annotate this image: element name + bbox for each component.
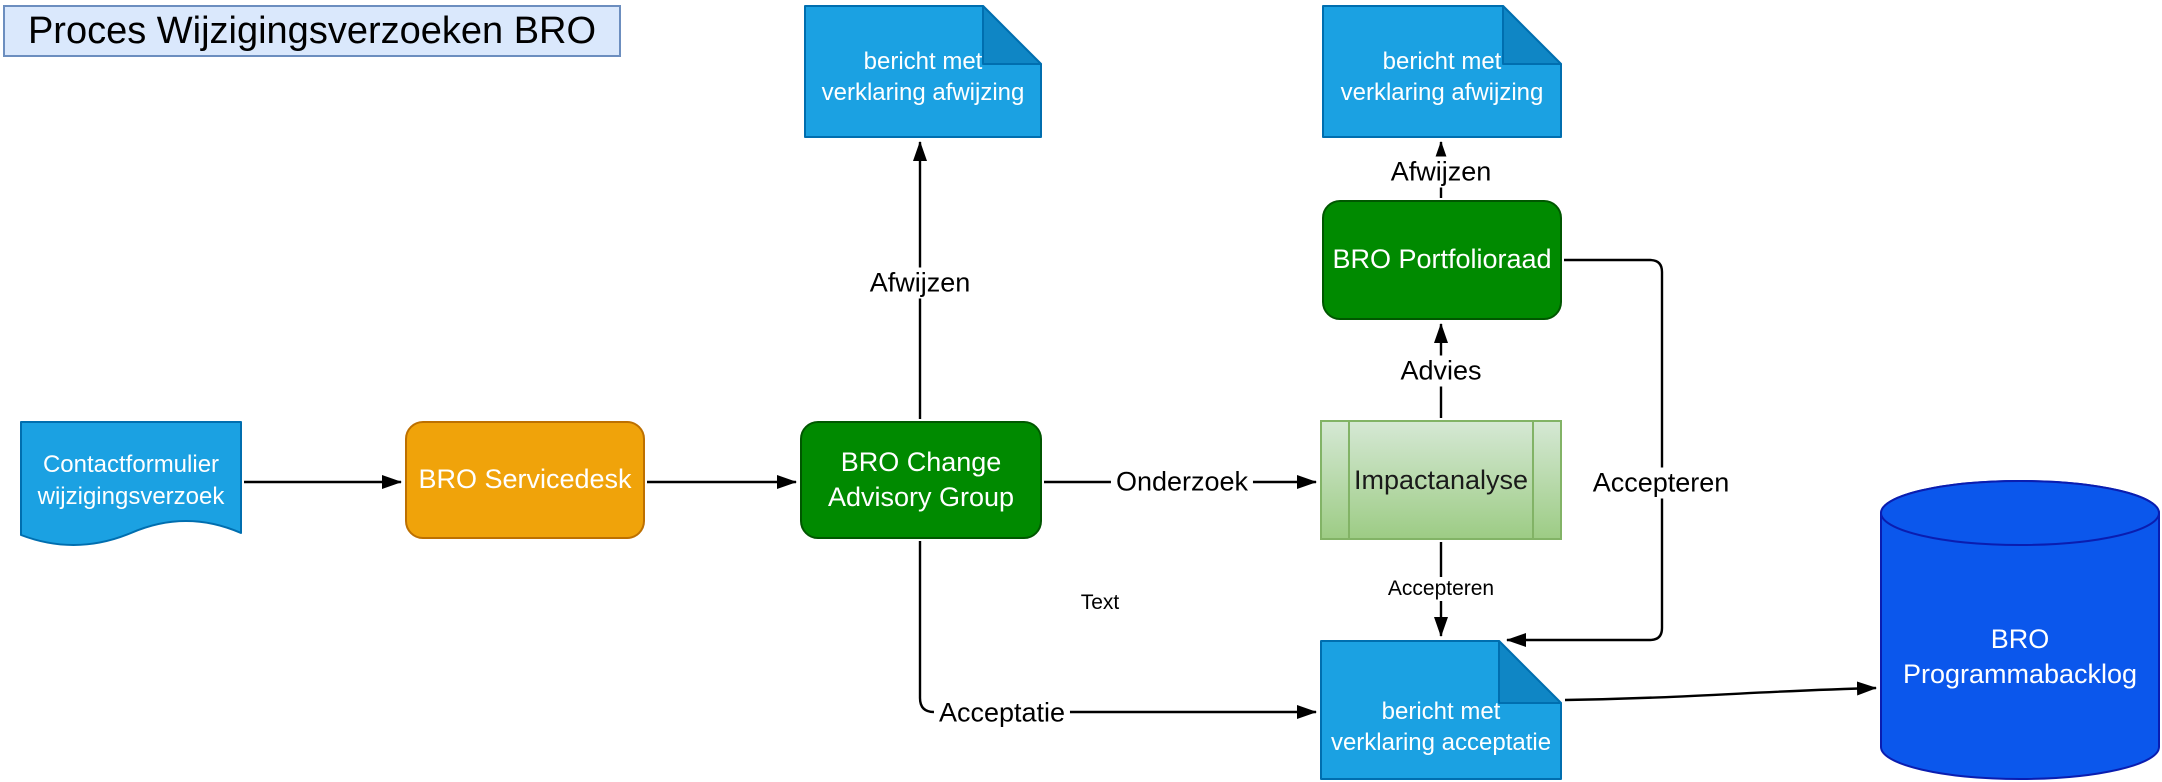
note-shape	[1322, 5, 1562, 138]
note-shape	[1320, 640, 1562, 780]
node-bericht-verklaring-afwijzing-2[interactable]: bericht met verklaring afwijzing	[1322, 5, 1562, 138]
edge-label-afwijzen-right: Afwijzen	[1385, 156, 1497, 188]
cylinder-shape	[1880, 480, 2160, 780]
edge-label-accepteren-right: Accepteren	[1587, 467, 1735, 499]
diagram-title-box: Proces Wijzigingsverzoeken BRO	[3, 5, 621, 57]
node-label: Impactanalyse	[1353, 464, 1529, 495]
node-bericht-verklaring-acceptatie[interactable]: bericht met verklaring acceptatie	[1320, 640, 1562, 780]
edge-label-afwijzen-left: Afwijzen	[864, 267, 976, 299]
edge-acceptatie-to-bericht-acceptatie	[918, 541, 1317, 719]
edge-label-advies: Advies	[1395, 355, 1487, 387]
node-label: BRO Change Advisory Group	[827, 446, 1015, 512]
edge-label-acceptatie: Acceptatie	[933, 697, 1071, 729]
diagram-title: Proces Wijzigingsverzoeken BRO	[27, 9, 597, 52]
node-label: BRO Servicedesk	[418, 464, 632, 495]
node-bro-portfolioraad[interactable]: BRO Portfolioraad	[1322, 200, 1562, 320]
edge-label-text: Text	[1080, 591, 1120, 614]
node-bro-servicedesk[interactable]: BRO Servicedesk	[405, 421, 645, 539]
note-shape	[804, 5, 1042, 138]
edge-label-onderzoek: Onderzoek	[1110, 466, 1254, 498]
process-bar-left	[1348, 422, 1350, 538]
node-bro-change-advisory-group[interactable]: BRO Change Advisory Group	[800, 421, 1042, 539]
node-bericht-verklaring-afwijzing-1[interactable]: bericht met verklaring afwijzing	[804, 5, 1042, 138]
node-contactformulier-wijzigingsverzoek[interactable]: Contactformulier wijzigingsverzoek	[20, 421, 242, 556]
node-bro-programmabacklog[interactable]: BRO Programmabacklog	[1880, 480, 2160, 780]
node-label: BRO Portfolioraad	[1332, 244, 1552, 275]
edge-bericht-acceptatie-to-programmabacklog	[1564, 681, 1877, 702]
edge-label-accepteren-down: Accepteren	[1382, 577, 1500, 601]
document-shape	[20, 421, 242, 546]
node-impactanalyse[interactable]: Impactanalyse	[1320, 420, 1562, 540]
process-bar-right	[1532, 422, 1534, 538]
